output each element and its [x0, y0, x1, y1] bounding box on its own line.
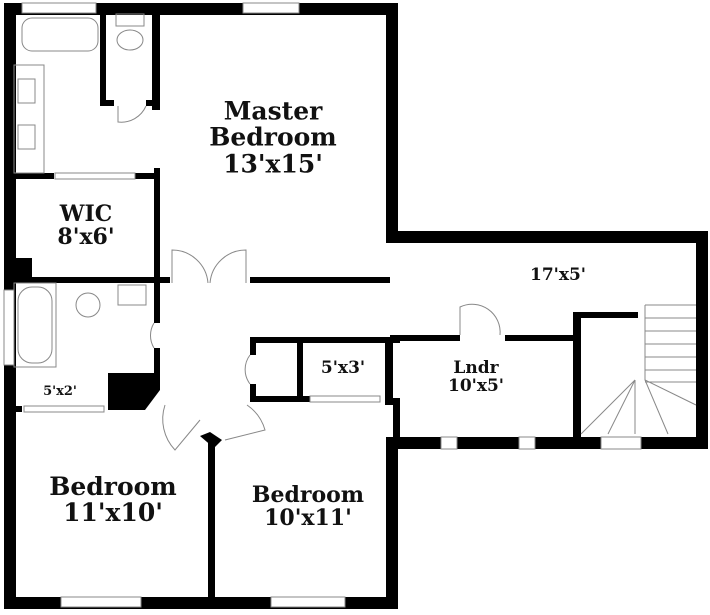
room-label-wic: WIC 8'x6'	[57, 200, 115, 250]
windows	[3, 2, 642, 608]
room-label-hall: 17'x5'	[529, 265, 587, 286]
room-label-bedroom-right: Bedroom 10'x11'	[251, 481, 365, 531]
room-label-laundry: Lndr 10'x5'	[447, 358, 505, 396]
room-label-master-bedroom: Master Bedroom 13'x15'	[209, 96, 337, 179]
fixtures	[13, 13, 697, 451]
room-label-bedroom-left: Bedroom 11'x10'	[49, 471, 177, 527]
room-label-closet-5x3: 5'x3'	[320, 358, 366, 379]
room-label-closet-5x2: 5'x2'	[43, 384, 77, 400]
